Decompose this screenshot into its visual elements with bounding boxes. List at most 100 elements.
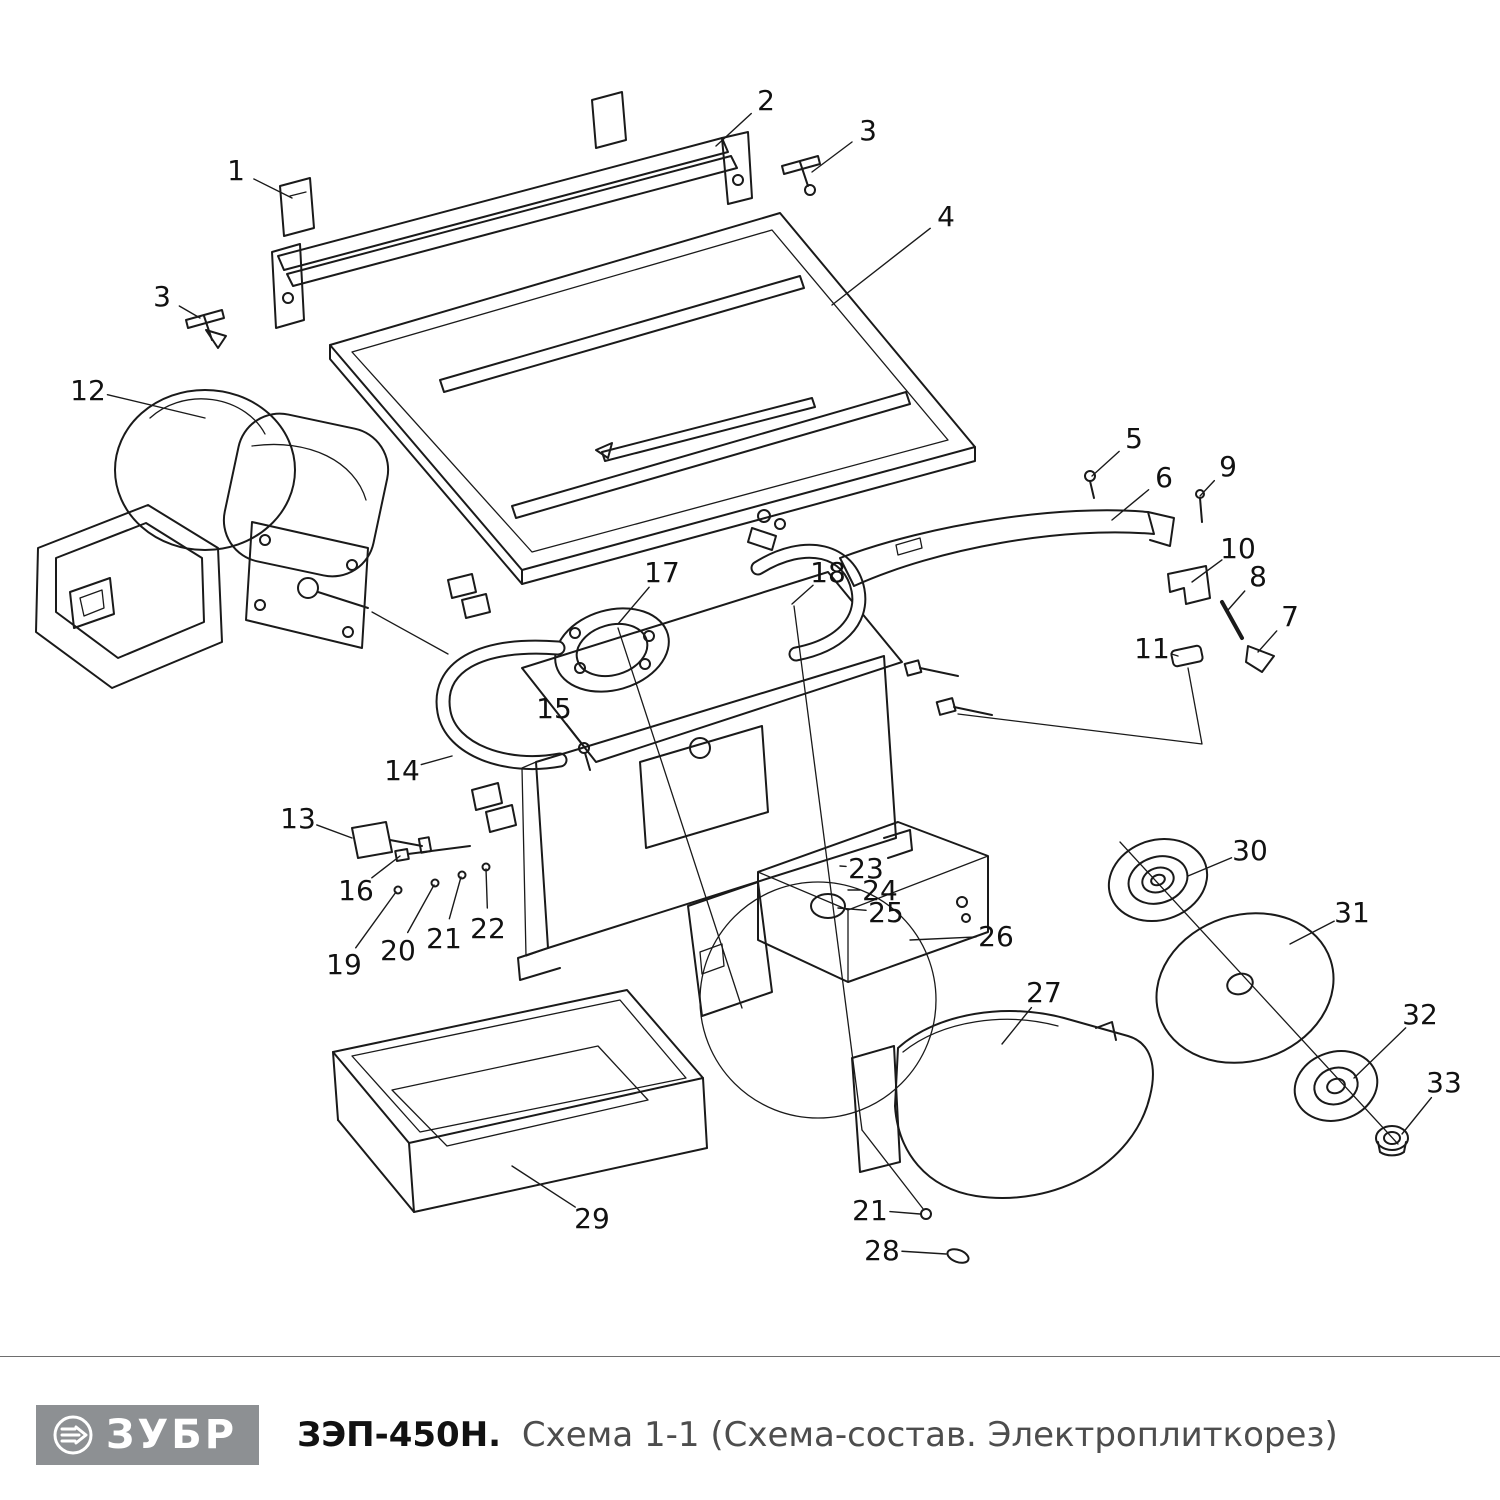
leader-line-3 bbox=[811, 141, 853, 173]
frame-foot-left bbox=[517, 947, 561, 981]
leader-line-7 bbox=[1257, 630, 1278, 653]
mount-hole bbox=[254, 599, 266, 611]
clamp-plate-left bbox=[279, 177, 315, 237]
part-number-6: 6 bbox=[1155, 461, 1173, 494]
motor-body bbox=[222, 412, 390, 578]
part-number-19: 19 bbox=[326, 948, 362, 981]
screw-15-shaft bbox=[584, 752, 591, 771]
arm-end-tab bbox=[1147, 511, 1175, 547]
motor-body-line bbox=[251, 443, 367, 501]
rail-end-bracket-left bbox=[271, 243, 305, 329]
leader-line-14 bbox=[420, 755, 453, 766]
diagram-title: ЗЭП-450Н. Схема 1-1 (Схема-состав. Элект… bbox=[297, 1415, 1338, 1455]
schema-label: Схема 1-1 (Схема-состав. Электроплиткоре… bbox=[521, 1415, 1338, 1455]
part-number-33: 33 bbox=[1426, 1066, 1462, 1099]
square-washer bbox=[447, 573, 477, 599]
square-washer bbox=[461, 593, 491, 619]
blade-guard bbox=[851, 1010, 1154, 1264]
flange-ring bbox=[1107, 837, 1209, 923]
outer-flange bbox=[1293, 1050, 1379, 1122]
knob-stem bbox=[389, 839, 423, 847]
tray-wall-edge bbox=[702, 1077, 708, 1149]
shaft-nut bbox=[1375, 1125, 1409, 1157]
frame-left-flange bbox=[521, 761, 549, 957]
mount-box-screw bbox=[961, 913, 971, 923]
guard-shell-inner bbox=[902, 1018, 1059, 1053]
frame-assembly bbox=[435, 543, 989, 1119]
leader-line-27 bbox=[1001, 1006, 1033, 1045]
leader-line-32 bbox=[1353, 1027, 1407, 1079]
inner-flange bbox=[1107, 837, 1209, 923]
flange-ring bbox=[1313, 1066, 1359, 1106]
flange-ring bbox=[1127, 855, 1189, 905]
axis-line bbox=[861, 1129, 925, 1211]
tray-rim-inner bbox=[351, 999, 687, 1133]
tube-cap bbox=[485, 804, 517, 833]
bolt-shaft bbox=[953, 706, 993, 716]
leader-line-12 bbox=[106, 393, 206, 419]
bolt-16-head bbox=[394, 848, 410, 862]
brand-name: ЗУБР bbox=[106, 1412, 238, 1458]
rail-bar-upper bbox=[277, 137, 729, 271]
part-number-5: 5 bbox=[1125, 422, 1143, 455]
motor-shaft bbox=[317, 591, 369, 609]
part-number-21: 21 bbox=[852, 1194, 888, 1227]
bolt-wing bbox=[185, 309, 225, 329]
leader-line-31 bbox=[1289, 920, 1335, 945]
table-groove-top bbox=[439, 275, 805, 393]
part-number-29: 29 bbox=[574, 1202, 610, 1235]
axis-line bbox=[617, 627, 743, 1009]
tray-rim-outer bbox=[332, 989, 704, 1144]
part-number-25: 25 bbox=[868, 896, 904, 929]
shaft-boss bbox=[297, 577, 319, 599]
screw-19 bbox=[393, 885, 403, 895]
front-plate-hole bbox=[699, 943, 725, 975]
disc-body bbox=[1155, 912, 1335, 1064]
tray-bottom-edges bbox=[337, 1119, 708, 1213]
clip-7 bbox=[1245, 645, 1275, 673]
exploded-diagram: 1233412569108711171815141316192021222324… bbox=[35, 84, 1462, 1267]
arm-slot bbox=[895, 537, 923, 556]
part-number-28: 28 bbox=[864, 1234, 900, 1267]
frame-hole bbox=[689, 737, 711, 759]
footer-row: ЗУБР ЗЭП-450Н. Схема 1-1 (Схема-состав. … bbox=[36, 1405, 1338, 1465]
motor-mount-box-edges bbox=[757, 855, 989, 983]
flange-bolt-hole bbox=[639, 658, 651, 670]
leader-line-15 bbox=[565, 722, 585, 747]
leader-line-18 bbox=[791, 584, 814, 605]
bracket-10 bbox=[1167, 565, 1211, 605]
locking-bolt-left bbox=[185, 309, 227, 349]
guide-rail-assembly bbox=[271, 91, 753, 329]
guard-screw-28 bbox=[946, 1248, 970, 1264]
nut-bore bbox=[1383, 1131, 1401, 1145]
part-number-4: 4 bbox=[937, 200, 955, 233]
flange-bolt-hole bbox=[574, 662, 586, 674]
part-number-30: 30 bbox=[1232, 834, 1268, 867]
part-number-7: 7 bbox=[1281, 600, 1299, 633]
brand-icon bbox=[53, 1415, 93, 1455]
bolt-shaft bbox=[799, 161, 809, 187]
fan-housing bbox=[114, 389, 296, 551]
gear-head-window bbox=[69, 577, 115, 629]
rail-bar-lower bbox=[286, 155, 738, 287]
blade-slot bbox=[601, 397, 816, 462]
part-number-10: 10 bbox=[1220, 532, 1256, 565]
mount-hole bbox=[259, 534, 271, 546]
part-number-27: 27 bbox=[1026, 976, 1062, 1009]
frame-front-face bbox=[535, 655, 897, 949]
clamp-plate-top bbox=[591, 91, 627, 149]
part-number-26: 26 bbox=[978, 920, 1014, 953]
leader-line-13 bbox=[316, 824, 353, 839]
flange-bore bbox=[1326, 1077, 1346, 1095]
part-number-1: 1 bbox=[227, 154, 245, 187]
part-number-9: 9 bbox=[1219, 450, 1237, 483]
leader-line-5 bbox=[1091, 450, 1120, 477]
water-tray bbox=[332, 989, 708, 1213]
leader-line-28 bbox=[901, 1250, 947, 1255]
screw-21 bbox=[457, 870, 467, 880]
clamp-plate-slot bbox=[289, 191, 307, 197]
flange-ring bbox=[1141, 866, 1175, 894]
part-number-16: 16 bbox=[338, 874, 374, 907]
leader-line-2 bbox=[715, 112, 752, 147]
